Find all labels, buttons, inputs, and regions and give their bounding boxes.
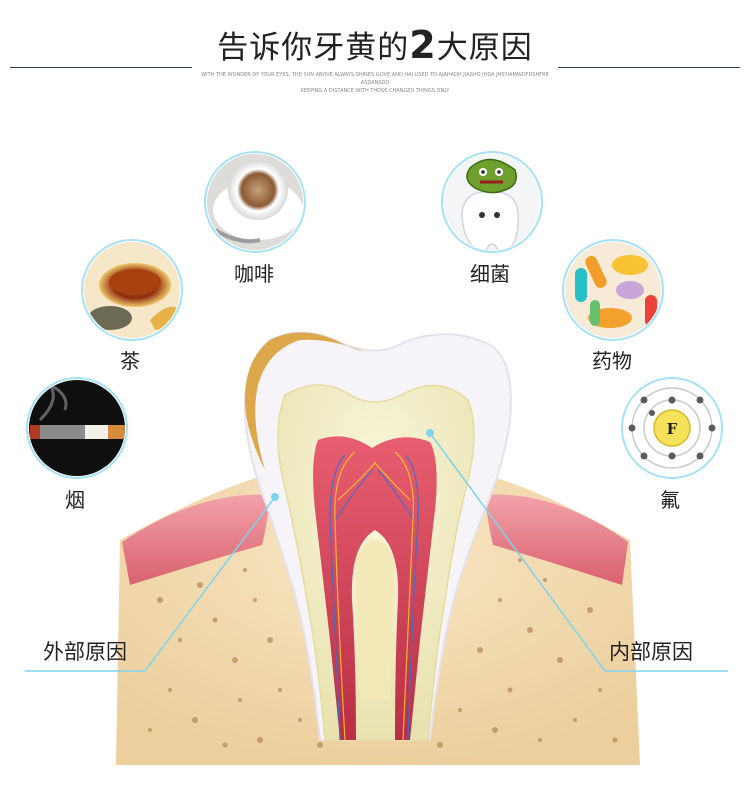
label-medicine: 药物 [592,349,632,373]
tea-icon [81,239,183,341]
label-bacteria: 细菌 [470,262,510,286]
tooth [243,331,512,741]
external-cause-label: 外部原因 [43,640,127,664]
label-tea: 茶 [120,349,140,373]
subtitle-line-2: KEEPING A DISTANCE WITH THOSE CHANGED TH… [300,88,450,94]
page-title: 告诉你牙黄的2大原因 [192,22,558,67]
pointer-lines [25,429,728,672]
cigarette-icon [26,377,128,479]
header-rule-right [558,67,740,68]
label-smoke: 烟 [65,488,85,512]
title-prefix: 告诉你牙黄的 [217,30,410,66]
header-rule-left [10,67,192,68]
title-suffix: 大原因 [436,30,533,66]
gum [122,494,628,585]
label-fluorine: 氟 [660,488,680,512]
header: 告诉你牙黄的2大原因 WITH THE WONDER OF YOUR EYES,… [0,0,750,100]
title-number: 2 [409,23,437,67]
medicine-icon [562,239,664,341]
label-coffee: 咖啡 [234,262,274,286]
coffee-icon [204,151,306,253]
fluorine-symbol: F [667,420,678,438]
fluorine-atom-icon: F [621,377,723,479]
internal-cause-label: 内部原因 [609,640,693,664]
bacteria-icon [441,151,543,253]
subtitle-line-1: WITH THE WONDER OF YOUR EYES, THE SUN AB… [201,72,549,86]
subtitle: WITH THE WONDER OF YOUR EYES, THE SUN AB… [192,71,558,95]
